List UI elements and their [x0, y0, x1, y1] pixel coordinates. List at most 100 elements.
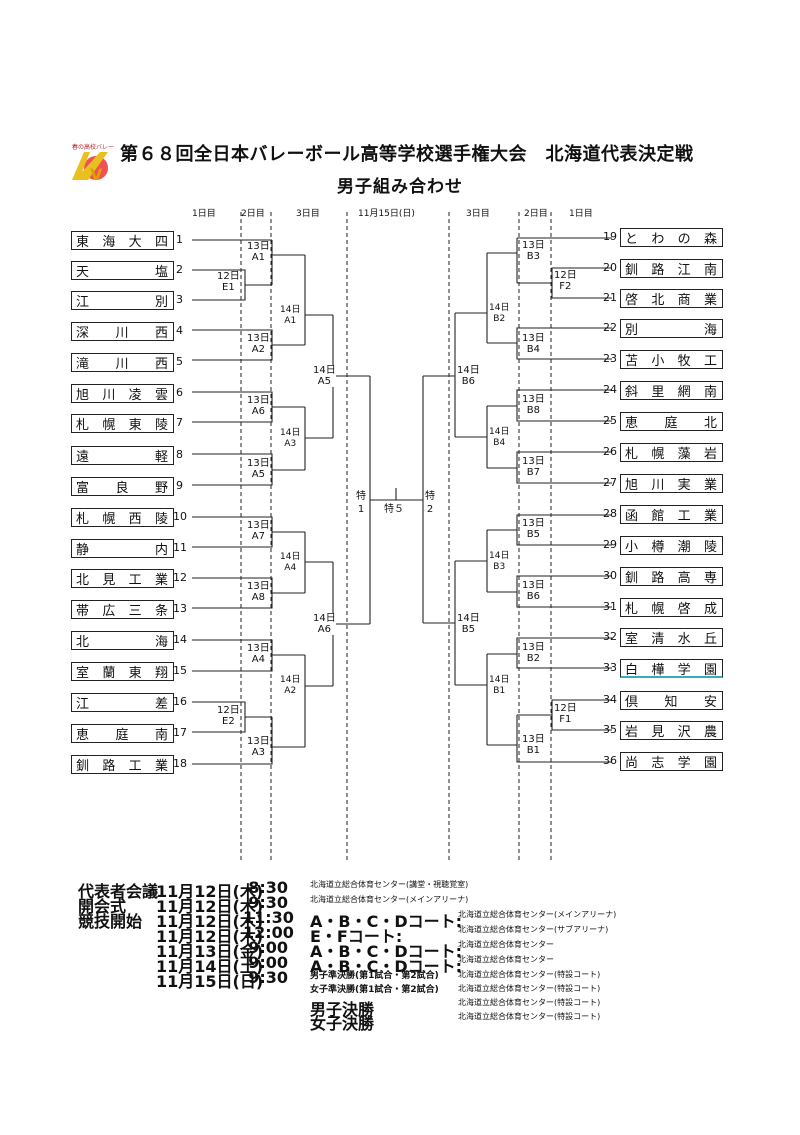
team-name: 釧路工業	[76, 759, 169, 774]
team-number: 3	[176, 293, 183, 306]
team-name: 室蘭東翔	[76, 666, 169, 681]
schedule-row: 代表者会議 11月12日(木) 8:30 北海道立総合体育センター(講堂・視聴覚…	[78, 878, 728, 901]
schedule-court: A・B・C・Dコート:	[310, 942, 463, 961]
team-box: とわの森	[620, 228, 723, 247]
team-number: 18	[173, 757, 187, 770]
schedule-court: 男子準決勝(第1試合・第2試合)	[310, 971, 439, 981]
team-number: 12	[173, 571, 187, 584]
schedule-court: 女子決勝	[310, 1014, 375, 1033]
team-number: 28	[603, 507, 617, 520]
team-box: 釧路江南	[620, 259, 723, 278]
team-box: 啓北商業	[620, 289, 723, 308]
team-number: 30	[603, 569, 617, 582]
schedule-court: 女子準決勝(第1試合・第2試合)	[310, 985, 439, 995]
team-number: 2	[176, 263, 183, 276]
team-name: 旭川実業	[625, 478, 718, 493]
schedule-row: 11月14日(土) 9:00 A・B・C・Dコート: 北海道立総合体育センター	[78, 953, 728, 976]
schedule-court: E・Fコート:	[310, 927, 403, 946]
schedule-event: 代表者会議	[78, 882, 159, 901]
team-box: 旭川実業	[620, 474, 723, 493]
schedule-time: 8:30	[248, 878, 288, 897]
page-subtitle: 男子組み合わせ	[337, 177, 463, 197]
team-number: 7	[176, 416, 183, 429]
team-box: 恵庭南	[71, 724, 174, 743]
team-box: 深川西	[71, 322, 174, 341]
team-box: 別海	[620, 319, 723, 338]
team-name: 札幌東陵	[76, 418, 169, 433]
team-name: 恵庭北	[625, 416, 718, 431]
team-number: 10	[173, 510, 187, 523]
final-match-label: 特５	[384, 504, 404, 515]
team-name: 岩見沢農	[625, 725, 718, 740]
team-number: 22	[603, 321, 617, 334]
schedule-venue: 北海道立総合体育センター(特設コート)	[458, 998, 601, 1007]
team-box: 静内	[71, 539, 174, 558]
team-name: 江差	[76, 697, 169, 712]
team-box: 遠軽	[71, 446, 174, 465]
schedule-venue: 北海道立総合体育センター(特設コート)	[458, 984, 601, 993]
schedule-venue: 北海道立総合体育センター	[458, 955, 554, 964]
tournament-logo-icon: V	[72, 152, 108, 184]
logo-caption: 春の高校バレー	[72, 144, 115, 151]
team-box: 岩見沢農	[620, 721, 723, 740]
team-name: 函館工業	[625, 509, 718, 524]
logo-mark: V	[90, 165, 103, 184]
team-box: 斜里網南	[620, 381, 723, 400]
schedule-event: 競技開始	[78, 912, 143, 931]
team-name: 深川西	[76, 326, 169, 341]
team-box: 札幌西陵	[71, 508, 174, 527]
schedule-venue: 北海道立総合体育センター(サブアリーナ)	[458, 925, 609, 934]
header-right-day2: 2日目	[524, 209, 548, 219]
team-number: 31	[603, 600, 617, 613]
schedule-event: 開会式	[78, 897, 127, 916]
team-box: 恵庭北	[620, 412, 723, 431]
schedule-row: 11月15日(日) 9:30 男子準決勝(第1試合・第2試合) 北海道立総合体育…	[78, 968, 728, 991]
schedule-row: 女子決勝 北海道立総合体育センター(特設コート)	[78, 1010, 728, 1033]
team-number: 23	[603, 352, 617, 365]
team-number: 34	[603, 693, 617, 706]
team-name: 白樺学園	[625, 662, 718, 678]
schedule-time: 12:00	[243, 923, 294, 942]
schedule-date: 11月12日(木)	[156, 927, 264, 946]
schedule-date: 11月13日(金)	[156, 942, 264, 961]
team-name: 啓北商業	[625, 293, 718, 308]
team-number: 35	[603, 723, 617, 736]
team-name: 富良野	[76, 481, 169, 496]
header-left-day1: 1日目	[192, 209, 216, 219]
team-name: 尚志学園	[625, 756, 718, 771]
schedule-time: 9:00	[248, 938, 288, 957]
team-name: 滝川西	[76, 357, 169, 372]
team-box: 天塩	[71, 261, 174, 280]
team-number: 8	[176, 448, 183, 461]
team-number: 33	[603, 661, 617, 674]
schedule-date: 11月15日(日)	[156, 972, 264, 991]
team-number: 6	[176, 386, 183, 399]
header-right-day1: 1日目	[569, 209, 593, 219]
team-box: 小樽潮陵	[620, 536, 723, 555]
schedule-court: A・B・C・Dコート:	[310, 912, 463, 931]
team-name: 帯広三条	[76, 604, 169, 619]
team-box: 函館工業	[620, 505, 723, 524]
schedule-venue: 北海道立総合体育センター(特設コート)	[458, 1012, 601, 1021]
